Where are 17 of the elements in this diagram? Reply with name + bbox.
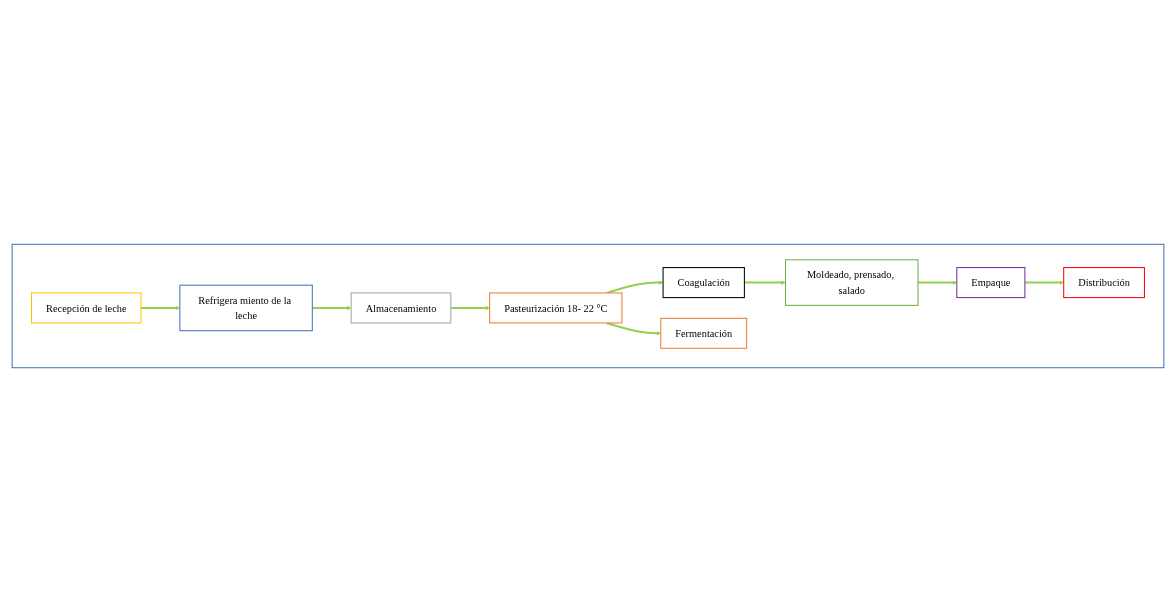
node-box: Refrigera miento de la leche [179,284,313,332]
cluster [11,243,1165,369]
arrow [450,305,490,311]
arrow [312,305,352,311]
node-box: Recepción de leche [31,292,142,324]
node-box: Empaque [956,267,1026,299]
node-box: Distribución [1063,267,1145,299]
arrow [1024,280,1064,285]
node-box: Moldeado, prensado, salado [785,259,919,306]
arrow [606,321,661,336]
arrow [744,280,786,285]
arrow [606,280,664,294]
node-box: Coagulación [662,267,745,299]
node-box: Pasteurización 18- 22 °C [489,292,623,324]
node-box: Fermentación [660,317,748,349]
arrow [918,280,957,285]
node-box: Almacenamiento [350,292,452,324]
